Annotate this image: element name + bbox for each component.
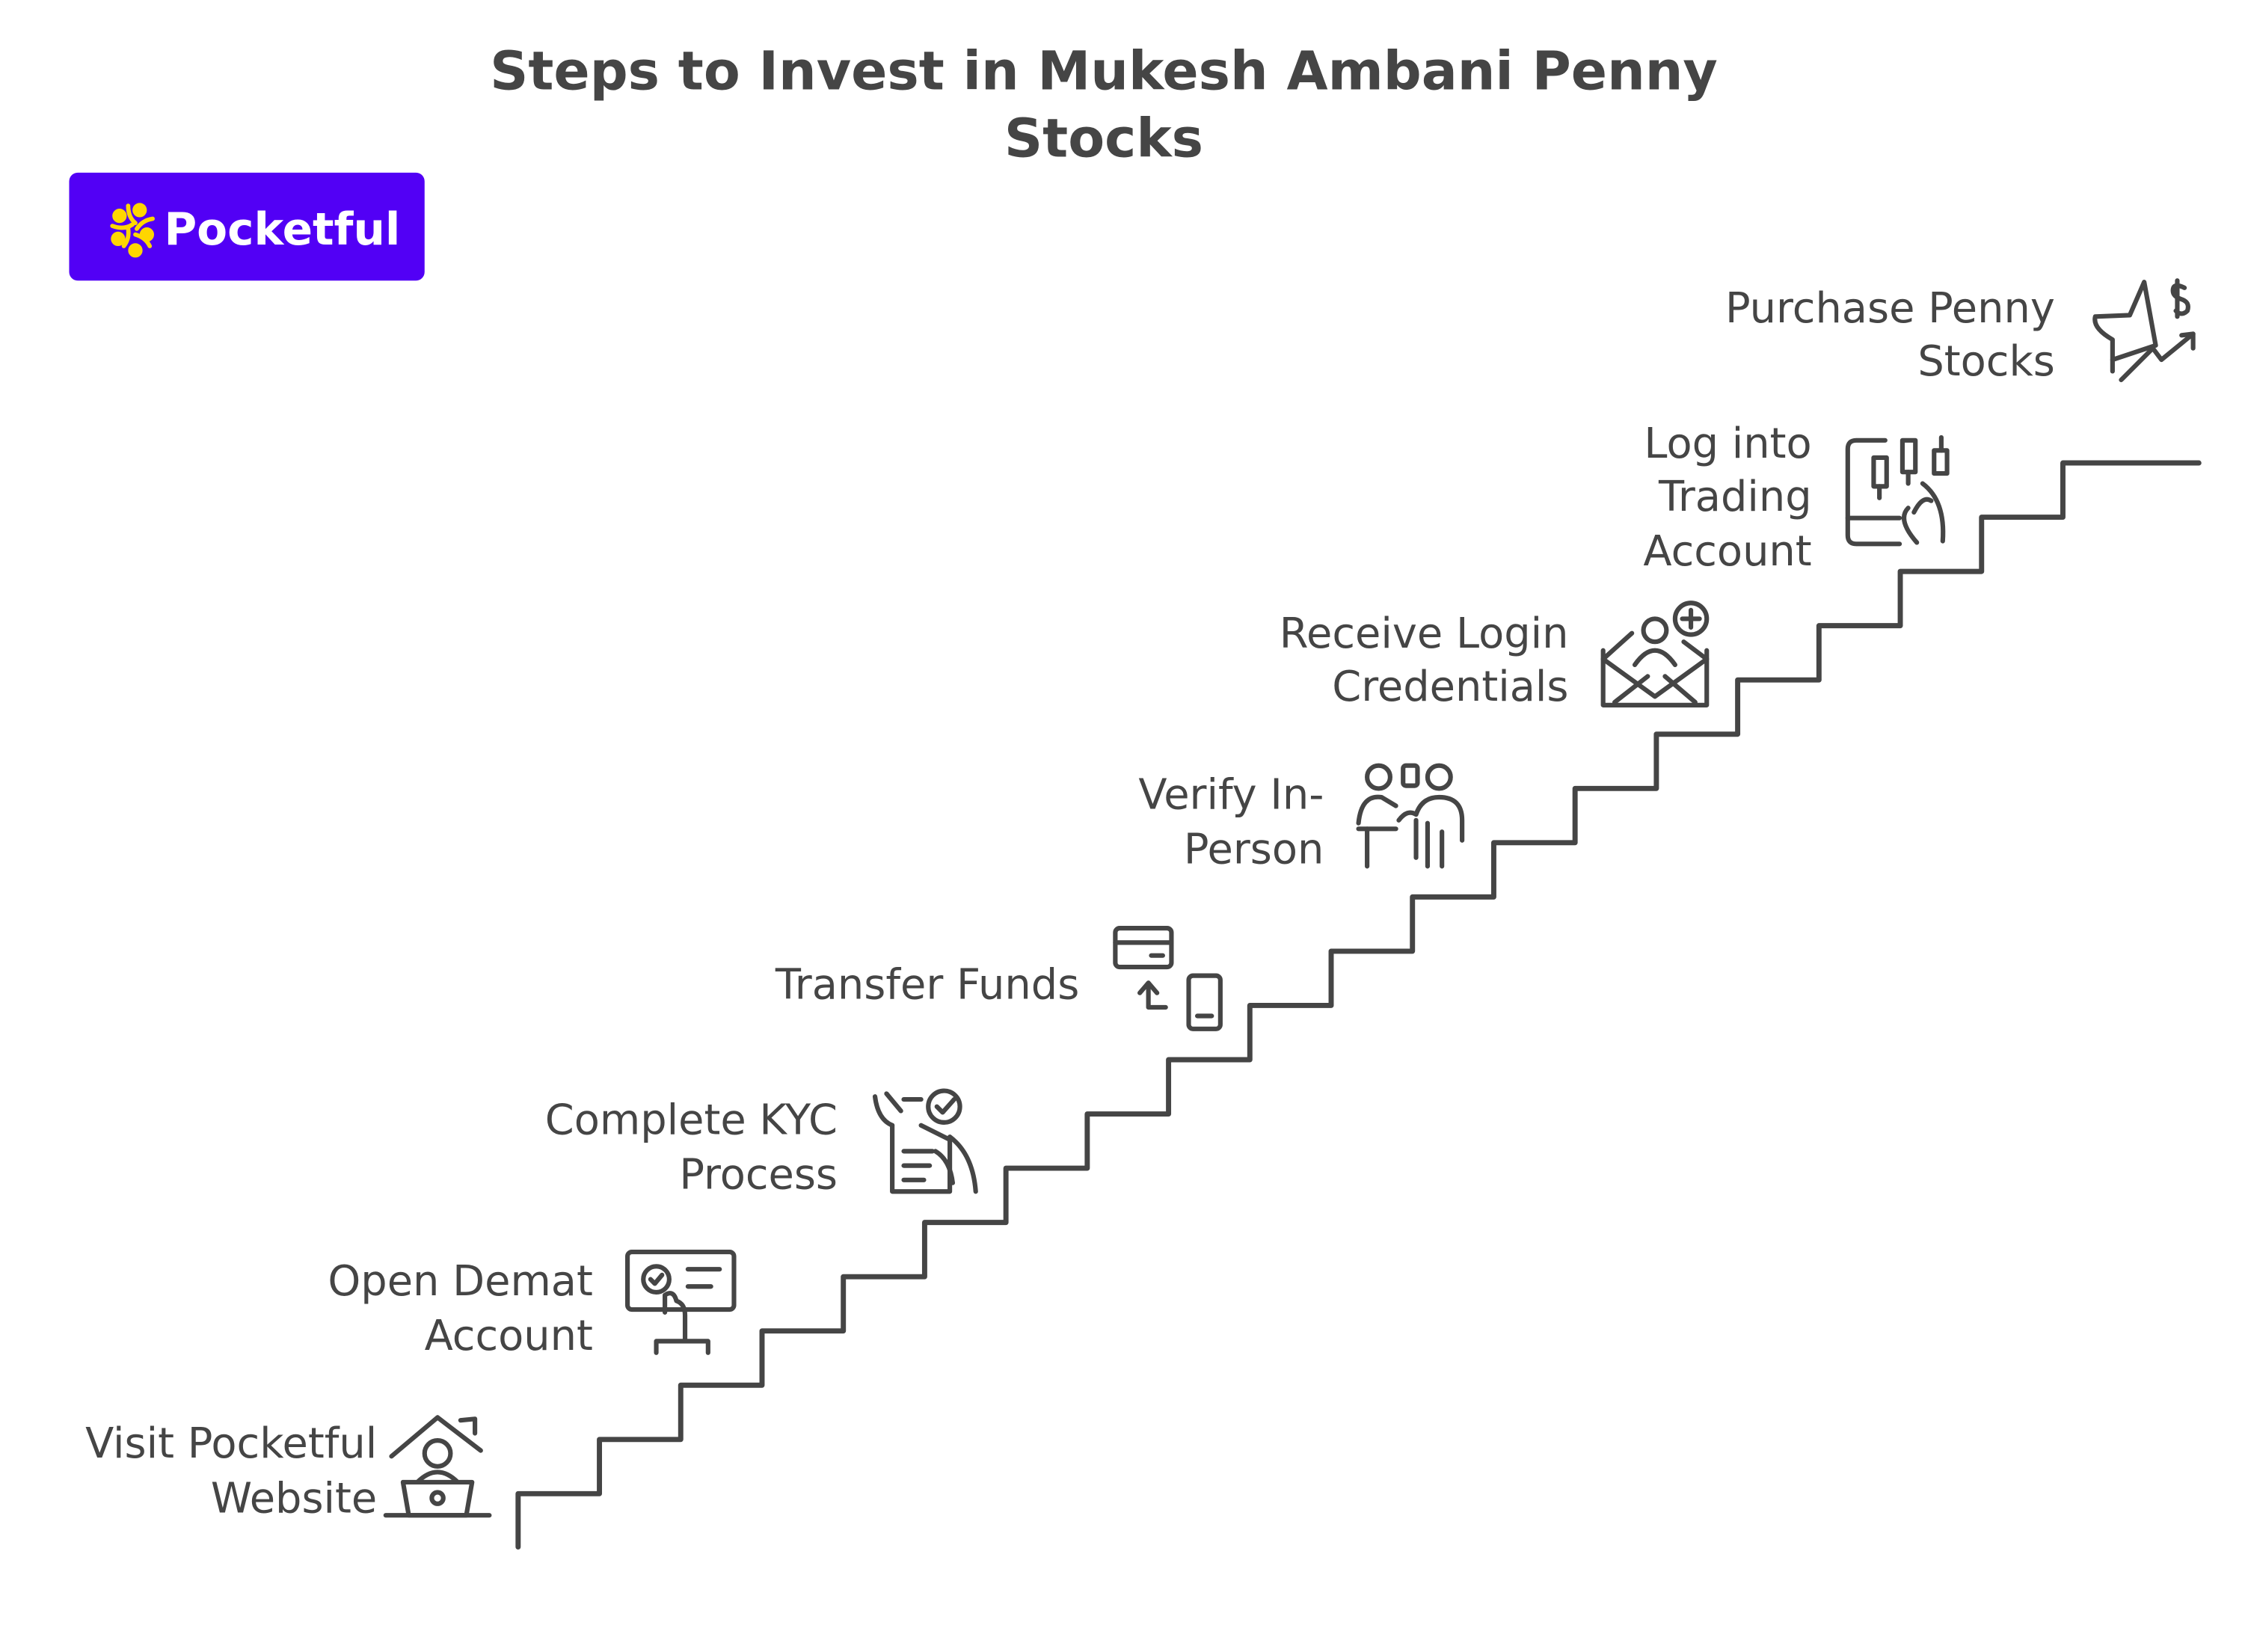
step-2-line-1: Open Demat <box>328 1257 592 1306</box>
step-1-line-1: Visit Pocketful <box>85 1419 377 1468</box>
person-verification-icon <box>1356 763 1465 869</box>
step-8: Purchase Penny Stocks <box>1725 278 2196 386</box>
staircase-line <box>515 460 2202 1550</box>
title-line-2: Stocks <box>1004 108 1203 170</box>
step-7: Log into Trading Account <box>1643 420 1950 576</box>
kyc-document-check-icon <box>872 1088 978 1194</box>
step-4-line-1: Transfer Funds <box>775 960 1079 1009</box>
step-8-line-2: Stocks <box>1917 337 2055 386</box>
step-1: Visit Pocketful Website <box>85 1415 492 1523</box>
step-3: Complete KYC Process <box>545 1088 978 1199</box>
step-2-line-2: Account <box>425 1312 593 1360</box>
step-7-line-3: Account <box>1643 527 1811 576</box>
step-5: Verify In- Person <box>1138 763 1465 874</box>
step-7-line-1: Log into <box>1644 420 1811 468</box>
phone-candlestick-icon <box>1845 435 1950 547</box>
step-2: Open Demat Account <box>328 1249 737 1360</box>
card-to-phone-transfer-icon <box>1113 926 1223 1031</box>
step-3-line-1: Complete KYC <box>545 1096 838 1144</box>
pocketful-sun-icon <box>110 203 155 258</box>
step-5-line-1: Verify In- <box>1138 770 1324 819</box>
step-3-line-2: Process <box>679 1150 838 1199</box>
envelope-user-icon <box>1600 601 1710 707</box>
step-7-line-2: Trading <box>1658 473 1812 521</box>
step-8-line-1: Purchase Penny <box>1725 284 2055 333</box>
logo-text: Pocketful <box>164 204 400 256</box>
title-line-1: Steps to Invest in Mukesh Ambani Penny <box>490 40 1718 102</box>
megaphone-dollar-trend-icon <box>2092 278 2196 383</box>
pocketful-logo: Pocketful <box>69 172 425 281</box>
step-1-line-2: Website <box>211 1474 377 1523</box>
laptop-home-icon <box>383 1415 492 1518</box>
account-card-icon <box>624 1249 737 1355</box>
step-6: Receive Login Credentials <box>1280 601 1710 711</box>
step-6-line-2: Credentials <box>1332 663 1568 711</box>
step-4: Transfer Funds <box>775 926 1223 1031</box>
step-6-line-1: Receive Login <box>1280 609 1569 658</box>
step-5-line-2: Person <box>1184 826 1324 874</box>
